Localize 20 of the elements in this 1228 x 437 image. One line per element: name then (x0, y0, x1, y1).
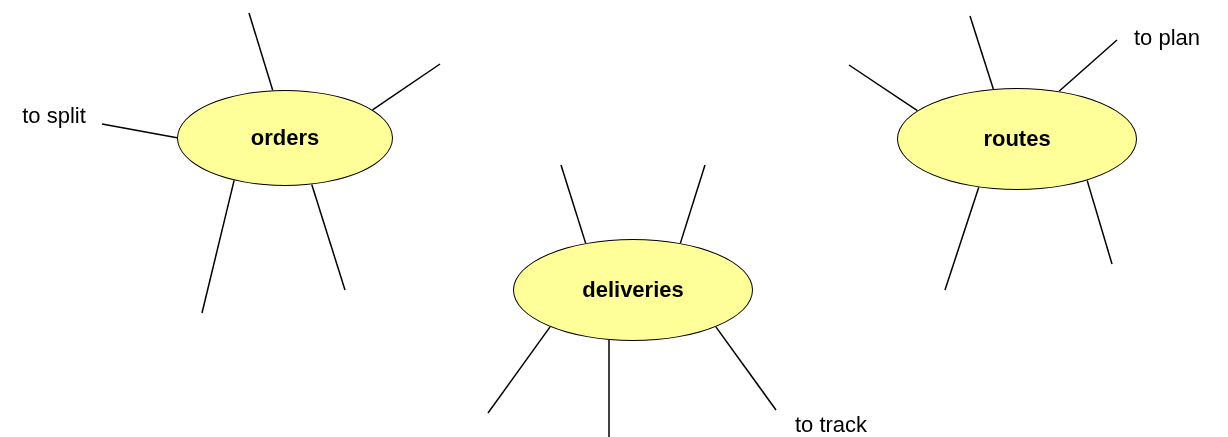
branch-label: to track (776, 410, 886, 437)
branch-line (101, 123, 178, 139)
branch-line (1058, 39, 1118, 92)
branch-line (608, 339, 610, 437)
branch-line (487, 326, 551, 414)
branch-line (848, 64, 919, 112)
branch-label: to plan (1117, 22, 1217, 54)
branch-line (679, 164, 706, 244)
branch-line (201, 179, 235, 314)
branch-line (1086, 179, 1113, 265)
branch-line (560, 164, 587, 244)
branch-line (371, 63, 441, 111)
branch-line (715, 326, 777, 411)
branch-line (944, 186, 980, 291)
topic-text: orders (250, 125, 320, 151)
topic-text: deliveries (582, 277, 684, 303)
branch-line (969, 15, 995, 90)
topic-text: routes (983, 126, 1051, 152)
branch-line (248, 12, 274, 92)
branch-label: to split (6, 100, 102, 132)
